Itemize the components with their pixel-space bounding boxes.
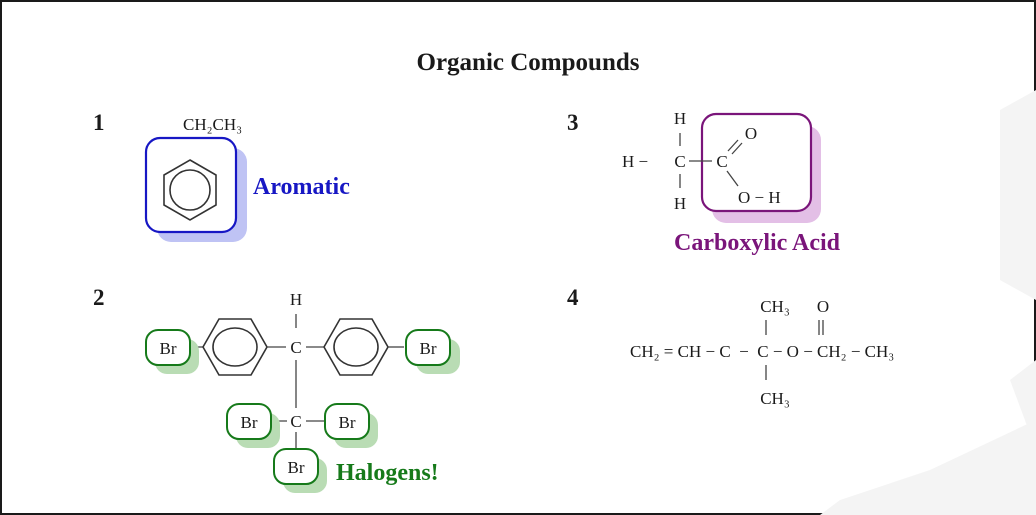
compound-3: 3 H H − C H C O O − H Carboxylic Acid [567,109,841,256]
bromine-left: Br [145,329,199,374]
atom-br: Br [420,339,437,358]
atom-h: H [674,194,686,213]
atom-o: O [745,124,757,143]
methyl-group-top: CH₃ [760,297,790,316]
carboxylic-acid-label: Carboxylic Acid [674,230,841,256]
atom-br: Br [160,339,177,358]
atom-c: C [674,152,685,171]
aromatic-label: Aromatic [253,174,350,200]
atom-br: Br [339,413,356,432]
atom-h: H [290,290,302,309]
compound-number: 2 [93,285,105,310]
methyl-group-bottom: CH₃ [760,389,790,408]
bromine-bottom: Br [273,448,327,493]
atom-br: Br [241,413,258,432]
compound-1: 1 CH₂CH₃ Aromatic [93,110,350,242]
atom-c: C [716,152,727,171]
watermark-shapes [820,90,1036,515]
bromine-highlight-box [273,448,319,485]
benzene-inner-circle [169,169,211,211]
bond [731,142,743,155]
bromine-highlight-box [405,329,451,366]
carboxyl-highlight-box [700,112,813,213]
compound-4: 4 CH₃ O CH₂ = CH − C − C − O − CH₂ − CH₃… [567,285,894,408]
atom-o-carbonyl: O [817,297,829,316]
atom-c-top: C [290,338,301,357]
compound-number: 4 [567,285,579,310]
compound-number: 3 [567,110,579,135]
bromine-lower-right: Br [324,403,378,448]
atom-h: H [674,109,686,128]
atom-br: Br [288,458,305,477]
atom-c-bottom: C [290,412,301,431]
halogens-label: Halogens! [336,460,439,486]
bromine-highlight-box [324,403,370,440]
bromine-lower-left: Br [226,403,280,448]
bromine-highlight-box [226,403,272,440]
compound-number: 1 [93,110,105,135]
page-title: Organic Compounds [417,49,640,76]
benzene-inner-circle [212,327,258,367]
hydroxyl-group: O − H [738,188,781,207]
bond [727,139,739,152]
bromine-highlight-box [145,329,191,366]
compound-2: 2 H C C Br Br [93,285,460,493]
bond [726,170,739,187]
ethyl-group: CH₂CH₃ [183,115,242,134]
benzene-inner-circle [333,327,379,367]
main-chain: CH₂ = CH − C − C − O − CH₂ − CH₃ [630,342,894,361]
bromine-right: Br [405,329,460,374]
atom-h-left: H − [622,152,648,171]
